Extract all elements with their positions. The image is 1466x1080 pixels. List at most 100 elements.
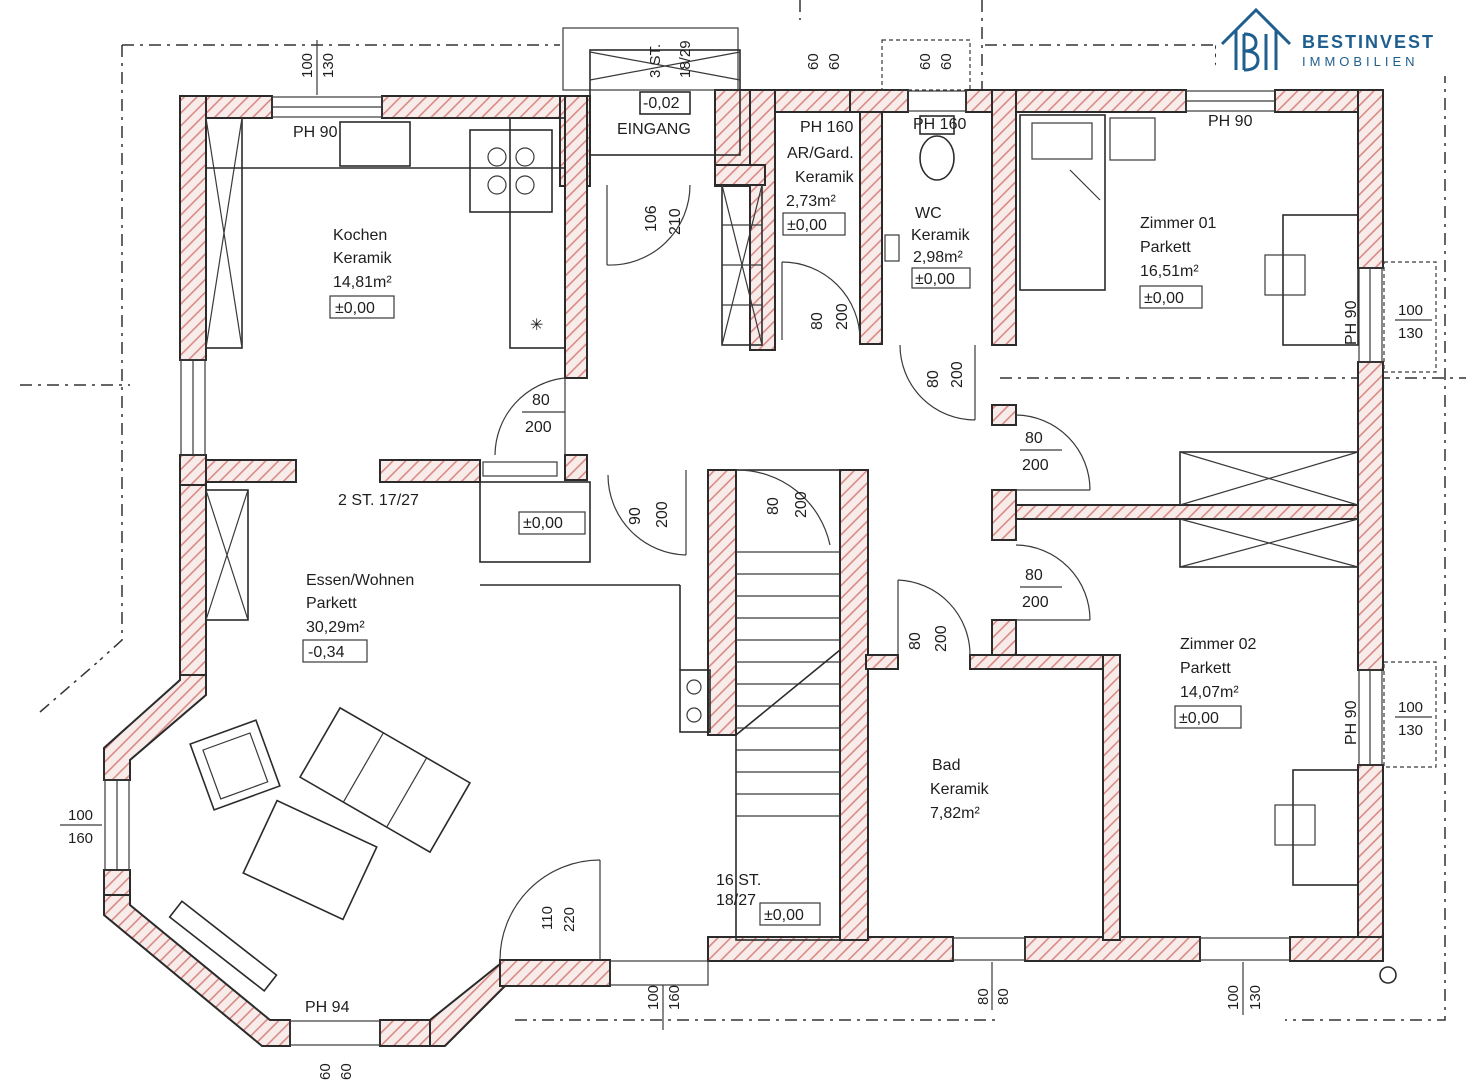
w-bottom-z02-b: 130 bbox=[1247, 985, 1264, 1010]
flur-level: ±0,00 bbox=[523, 515, 563, 532]
essen-level: -0,34 bbox=[308, 644, 345, 661]
logo-subtitle: IMMOBILIEN bbox=[1302, 54, 1419, 69]
steps-small-b: 3 ST. bbox=[647, 44, 664, 78]
flur-closet bbox=[479, 461, 681, 670]
ar-floor: Keramik bbox=[795, 169, 855, 186]
w-bottom-bay-a: 60 bbox=[317, 1063, 334, 1080]
ph90-kitchen: PH 90 bbox=[293, 124, 338, 141]
stair-steps: 16 ST. bbox=[716, 872, 761, 889]
w-kitchen-b: 130 bbox=[320, 53, 337, 78]
ar-ph: PH 160 bbox=[800, 119, 853, 136]
essen-name: Essen/Wohnen bbox=[306, 572, 414, 589]
w-bottom-living-a: 100 bbox=[645, 985, 662, 1010]
zimmer01-area: 16,51m² bbox=[1140, 263, 1199, 280]
d-wc-w: 80 bbox=[925, 370, 942, 388]
w-wc-b: 60 bbox=[938, 53, 955, 70]
zimmer02-furniture bbox=[1274, 769, 1359, 886]
w-bottom-bad-a: 80 bbox=[975, 988, 992, 1005]
w-bottom-z02-a: 100 bbox=[1225, 985, 1242, 1010]
w-living-a: 100 bbox=[68, 807, 93, 824]
d-ar-h: 200 bbox=[834, 303, 851, 330]
walls bbox=[103, 89, 1384, 1047]
d-terrace-w: 110 bbox=[539, 906, 556, 930]
w-z01-b: 130 bbox=[1398, 325, 1423, 342]
d-entry-w: 106 bbox=[643, 205, 660, 232]
windows bbox=[104, 27, 1437, 1046]
site-outline bbox=[20, 0, 1466, 1021]
logo-name: BESTINVEST bbox=[1302, 32, 1436, 52]
bad-name: Bad bbox=[932, 757, 960, 774]
ph90-z01-top: PH 90 bbox=[1208, 113, 1253, 130]
living-furniture bbox=[168, 489, 472, 993]
steps-small-b-ratio: 18/29 bbox=[677, 40, 694, 78]
d-z01-h: 200 bbox=[1022, 457, 1049, 474]
stair-level: ±0,00 bbox=[764, 907, 804, 924]
d-bad-w: 80 bbox=[907, 632, 924, 650]
door-swings bbox=[494, 261, 1091, 961]
w-ar-b: 60 bbox=[826, 53, 843, 70]
ph90-z01-side: PH 90 bbox=[1343, 300, 1360, 345]
wc-ph: PH 160 bbox=[913, 116, 966, 133]
w-living-b: 160 bbox=[68, 830, 93, 847]
ar-name: AR/Gard. bbox=[787, 145, 854, 162]
w-ar-a: 60 bbox=[805, 53, 822, 70]
house-logo-icon bbox=[1220, 7, 1292, 72]
ar-shelf bbox=[721, 184, 763, 346]
zimmer01-furniture bbox=[1019, 114, 1359, 346]
wardrobes bbox=[1179, 451, 1359, 568]
ar-level: ±0,00 bbox=[787, 217, 827, 234]
zimmer01-level: ±0,00 bbox=[1144, 290, 1184, 307]
ph90-z02-side: PH 90 bbox=[1343, 700, 1360, 745]
bad-floor: Keramik bbox=[930, 781, 990, 798]
d-z02-w: 80 bbox=[1025, 567, 1043, 584]
d-kitchen-h: 200 bbox=[525, 419, 552, 436]
w-bottom-living-b: 160 bbox=[666, 985, 683, 1010]
zimmer02-floor: Parkett bbox=[1180, 660, 1231, 677]
d-living-w: 90 bbox=[627, 507, 644, 525]
steps-small-a: 2 ST. 17/27 bbox=[338, 492, 419, 509]
wc-level: ±0,00 bbox=[915, 271, 955, 288]
w-bottom-bad-b: 80 bbox=[995, 988, 1012, 1005]
zimmer02-level: ±0,00 bbox=[1179, 710, 1219, 727]
kochen-area: 14,81m² bbox=[333, 274, 392, 291]
wc-name: WC bbox=[915, 205, 942, 222]
d-living-h: 200 bbox=[654, 501, 671, 528]
wc-floor: Keramik bbox=[911, 227, 971, 244]
wc-fixtures bbox=[884, 115, 955, 262]
svg-text:✳: ✳ bbox=[530, 317, 543, 334]
kochen-floor: Keramik bbox=[333, 250, 393, 267]
kochen-level: ±0,00 bbox=[335, 300, 375, 317]
ph94: PH 94 bbox=[305, 999, 350, 1016]
ar-area: 2,73m² bbox=[786, 193, 836, 210]
eingang-level: -0,02 bbox=[643, 95, 680, 112]
zimmer01-name: Zimmer 01 bbox=[1140, 215, 1217, 232]
d-bad-h: 200 bbox=[933, 625, 950, 652]
d-terrace-h: 220 bbox=[561, 907, 578, 932]
d-ar-w: 80 bbox=[809, 312, 826, 330]
level-boxes bbox=[302, 212, 1242, 926]
d-z02-h: 200 bbox=[1022, 594, 1049, 611]
kitchen-furniture: ✳ bbox=[205, 117, 566, 349]
zimmer01-floor: Parkett bbox=[1140, 239, 1191, 256]
bad-area: 7,82m² bbox=[930, 805, 980, 822]
w-kitchen-a: 100 bbox=[299, 53, 316, 78]
kochen-name: Kochen bbox=[333, 227, 387, 244]
logo: BESTINVEST IMMOBILIEN bbox=[1216, 0, 1466, 76]
w-bottom-bay-b: 60 bbox=[338, 1063, 355, 1080]
w-z02-a: 100 bbox=[1398, 699, 1423, 716]
essen-floor: Parkett bbox=[306, 595, 357, 612]
eingang-name: EINGANG bbox=[617, 121, 691, 138]
zimmer02-name: Zimmer 02 bbox=[1180, 636, 1257, 653]
d-entry-h: 210 bbox=[667, 208, 684, 235]
zimmer02-area: 14,07m² bbox=[1180, 684, 1239, 701]
d-stair-w: 80 bbox=[765, 497, 782, 515]
w-wc-a: 60 bbox=[917, 53, 934, 70]
w-z02-b: 130 bbox=[1398, 722, 1423, 739]
d-z01-w: 80 bbox=[1025, 430, 1043, 447]
w-z01-a: 100 bbox=[1398, 302, 1423, 319]
staircase bbox=[679, 469, 841, 941]
entry-details bbox=[589, 49, 741, 266]
wc-area: 2,98m² bbox=[913, 249, 963, 266]
d-kitchen-w: 80 bbox=[532, 392, 550, 409]
